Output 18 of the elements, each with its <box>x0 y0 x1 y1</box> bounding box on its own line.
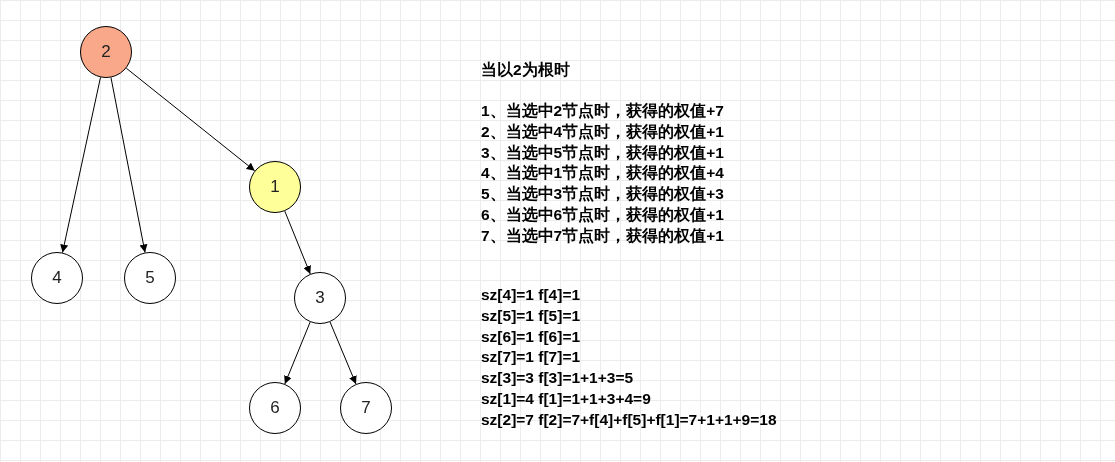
note-text: sz[6]=1 f[6]=1 <box>481 326 581 347</box>
arrow <box>60 76 101 254</box>
arrow <box>110 77 148 253</box>
note-text: sz[7]=1 f[7]=1 <box>481 347 581 368</box>
note-text: 4、当选中1节点时，获得的权值+4 <box>481 163 724 184</box>
note-text: sz[2]=7 f[2]=7+f[4]+f[5]+f[1]=7+1+1+9=18 <box>481 409 777 430</box>
note-text: 5、当选中3节点时，获得的权值+3 <box>481 184 724 205</box>
note-text: sz[4]=1 f[4]=1 <box>481 285 581 305</box>
note-text: 3、当选中5节点时，获得的权值+1 <box>481 142 724 163</box>
note-text: 1、当选中2节点时，获得的权值+7 <box>481 101 724 121</box>
arrow <box>125 67 256 172</box>
note-text: sz[1]=4 f[1]=1+1+3+4=9 <box>481 389 651 409</box>
note-text: 2、当选中4节点时，获得的权值+1 <box>481 121 724 142</box>
note-text: sz[3]=3 f[3]=1+1+3=5 <box>481 368 634 389</box>
note-text: 6、当选中6节点时，获得的权值+1 <box>481 205 724 225</box>
heading-text: 当以2为根时 <box>481 60 570 80</box>
note-text: 7、当选中7节点时，获得的权值+1 <box>481 225 724 246</box>
note-text: sz[5]=1 f[5]=1 <box>481 305 581 326</box>
